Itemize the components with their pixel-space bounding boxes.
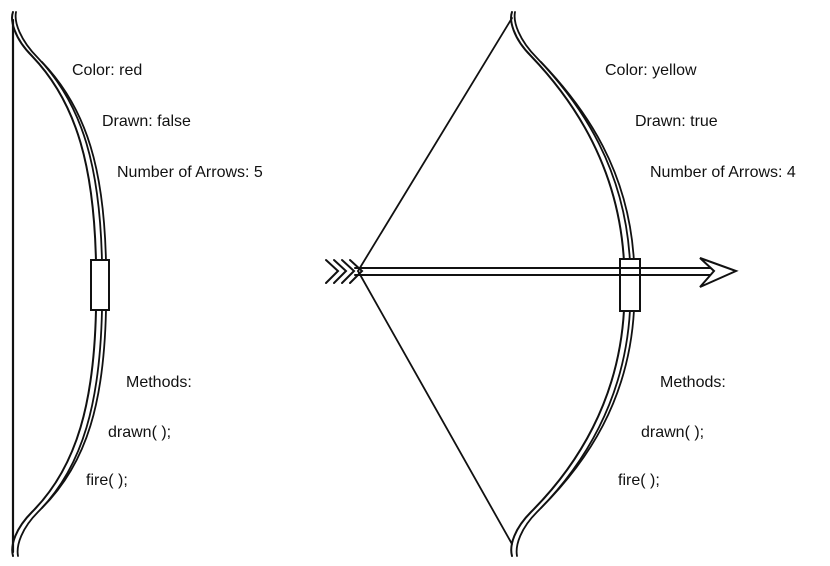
property-color-label: Color: red [72, 62, 142, 80]
bow-limb-middle [515, 12, 630, 556]
property-color-label: Color: yellow [605, 62, 697, 80]
arrow-fletching [326, 260, 362, 283]
method-drawn: drawn( ); [641, 424, 704, 442]
bowstring-lower [358, 271, 512, 544]
method-fire: fire( ); [618, 472, 660, 490]
bow-drawn [326, 12, 736, 556]
property-arrows-label: Number of Arrows: 5 [117, 164, 263, 182]
methods-heading: Methods: [126, 374, 192, 392]
bow-limb-outer [12, 12, 96, 556]
method-drawn: drawn( ); [108, 424, 171, 442]
methods-heading: Methods: [660, 374, 726, 392]
bow-grip [620, 259, 640, 311]
arrow [326, 258, 736, 287]
bowstring-upper [358, 18, 512, 271]
arrowhead [700, 258, 736, 287]
property-arrows-label: Number of Arrows: 4 [650, 164, 796, 182]
property-drawn-label: Drawn: false [102, 113, 191, 131]
bow-grip [91, 260, 109, 310]
property-drawn-label: Drawn: true [635, 113, 718, 131]
method-fire: fire( ); [86, 472, 128, 490]
